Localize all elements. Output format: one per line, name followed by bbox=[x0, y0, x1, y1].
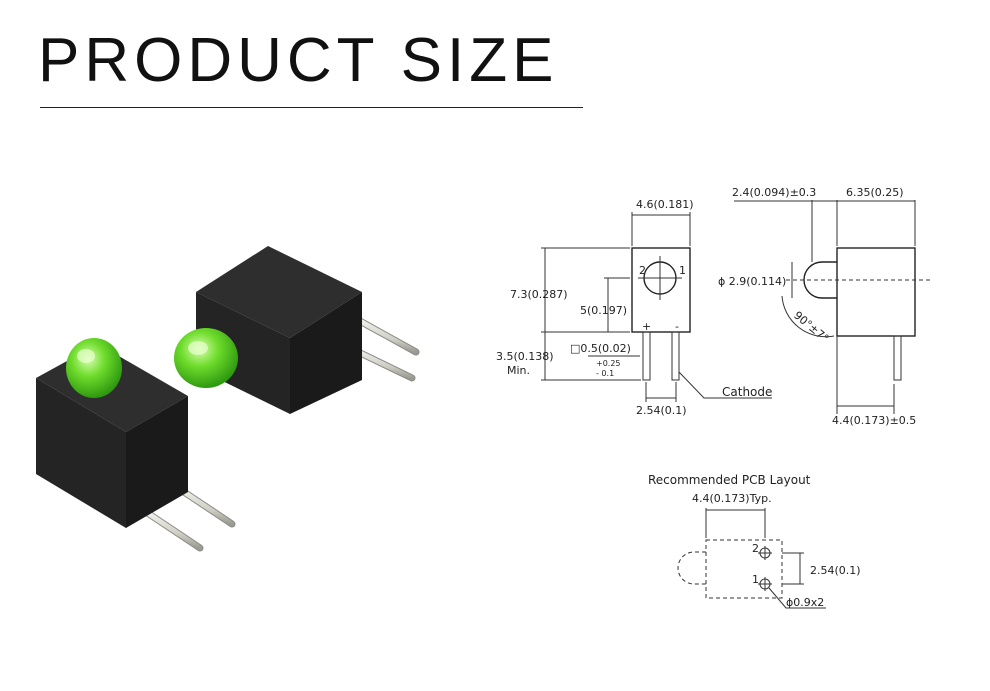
angle-dim: 90°±7° bbox=[791, 309, 831, 345]
front-plus-label: + bbox=[642, 320, 651, 333]
lead-offset-dim: 4.4(0.173)±0.5 bbox=[832, 414, 916, 427]
front-height-dim: 7.3(0.287) bbox=[510, 288, 568, 301]
pcb-hole-dim: ϕ0.9x2 bbox=[786, 596, 824, 609]
pcb-title: Recommended PCB Layout bbox=[648, 473, 811, 487]
pcb-layout: Recommended PCB Layout 4.4(0.173)Typ. 2 … bbox=[648, 473, 861, 609]
front-view: 2 1 + - 4.6(0.181) 7.3(0.287) 5(0.197) 3… bbox=[496, 198, 772, 417]
front-width-dim: 4.6(0.181) bbox=[636, 198, 694, 211]
title-underline bbox=[40, 107, 583, 108]
pcb-width-dim: 4.4(0.173)Typ. bbox=[692, 492, 772, 505]
page-title: PRODUCT SIZE bbox=[38, 26, 559, 95]
front-pitch-dim: 2.54(0.1) bbox=[636, 404, 687, 417]
front-center-dim: 5(0.197) bbox=[580, 304, 627, 317]
cathode-label: Cathode bbox=[722, 385, 772, 399]
lead-length-note: Min. bbox=[507, 364, 530, 377]
pcb-pin-1-label: 1 bbox=[752, 573, 759, 586]
lead-square-dim: □0.5(0.02) bbox=[570, 342, 631, 355]
led-product-photo bbox=[36, 246, 420, 552]
front-minus-label: - bbox=[675, 320, 679, 333]
led-front bbox=[36, 338, 236, 552]
pcb-pin-2-label: 2 bbox=[752, 542, 759, 555]
lead-length-dim: 3.5(0.138) bbox=[496, 350, 554, 363]
lead-tol-minus: - 0.1 bbox=[596, 369, 614, 378]
front-pin-1-label: 1 bbox=[679, 264, 686, 277]
lead-tol-plus: +0.25 bbox=[596, 359, 621, 368]
led-back bbox=[174, 246, 420, 414]
front-pin-2-label: 2 bbox=[639, 264, 646, 277]
pcb-pitch-dim: 2.54(0.1) bbox=[810, 564, 861, 577]
lens-dia-dim: ϕ 2.9(0.114) bbox=[718, 275, 786, 288]
body-depth-dim: 6.35(0.25) bbox=[846, 186, 904, 199]
lens-offset-dim: 2.4(0.094)±0.3 bbox=[732, 186, 816, 199]
